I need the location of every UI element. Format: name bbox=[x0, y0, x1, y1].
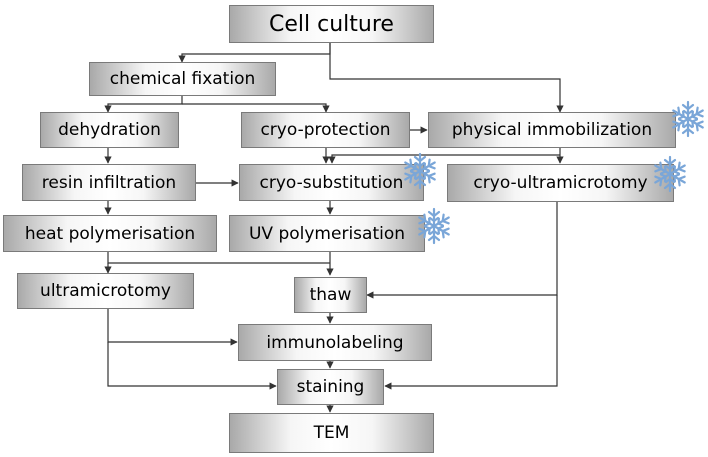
edge-cellculture-chemfix bbox=[178, 43, 331, 63]
edge-physimmob-cryosub bbox=[328, 154, 560, 164]
node-staining: staining bbox=[277, 369, 384, 405]
node-immunolabeling: immunolabeling bbox=[238, 324, 432, 361]
node-heat-polymerisation: heat polymerisation bbox=[3, 215, 217, 252]
snowflake-icon bbox=[650, 154, 690, 194]
node-uv-polymerisation: UV polymerisation bbox=[229, 215, 425, 252]
edge-ultra-staining bbox=[107, 342, 277, 390]
edge-cryoultra-staining bbox=[384, 295, 558, 390]
snowflake-icon bbox=[668, 99, 708, 139]
node-thaw: thaw bbox=[294, 277, 367, 313]
edge-ultra-immuno bbox=[107, 309, 238, 346]
edge-heat-merge bbox=[107, 252, 330, 264]
snowflake-icon bbox=[400, 151, 440, 191]
node-cryo-ultramicrotomy: cryo-ultramicrotomy bbox=[447, 164, 674, 202]
edge-cellculture-physimmob bbox=[329, 43, 564, 113]
edge-chemfix-cryoprot bbox=[182, 103, 330, 113]
node-dehydration: dehydration bbox=[40, 112, 179, 148]
node-tem: TEM bbox=[229, 413, 434, 453]
node-chemical-fixation: chemical fixation bbox=[89, 62, 276, 96]
snowflake-icon bbox=[414, 206, 454, 246]
node-cell-culture: Cell culture bbox=[229, 5, 434, 43]
node-cryo-substitution: cryo-substitution bbox=[239, 164, 424, 201]
node-cryo-protection: cryo-protection bbox=[241, 112, 410, 148]
edge-chemfix-split bbox=[104, 96, 183, 113]
node-physical-immobilization: physical immobilization bbox=[428, 112, 676, 148]
node-resin-infiltration: resin infiltration bbox=[22, 164, 196, 201]
node-ultramicrotomy: ultramicrotomy bbox=[17, 273, 194, 309]
